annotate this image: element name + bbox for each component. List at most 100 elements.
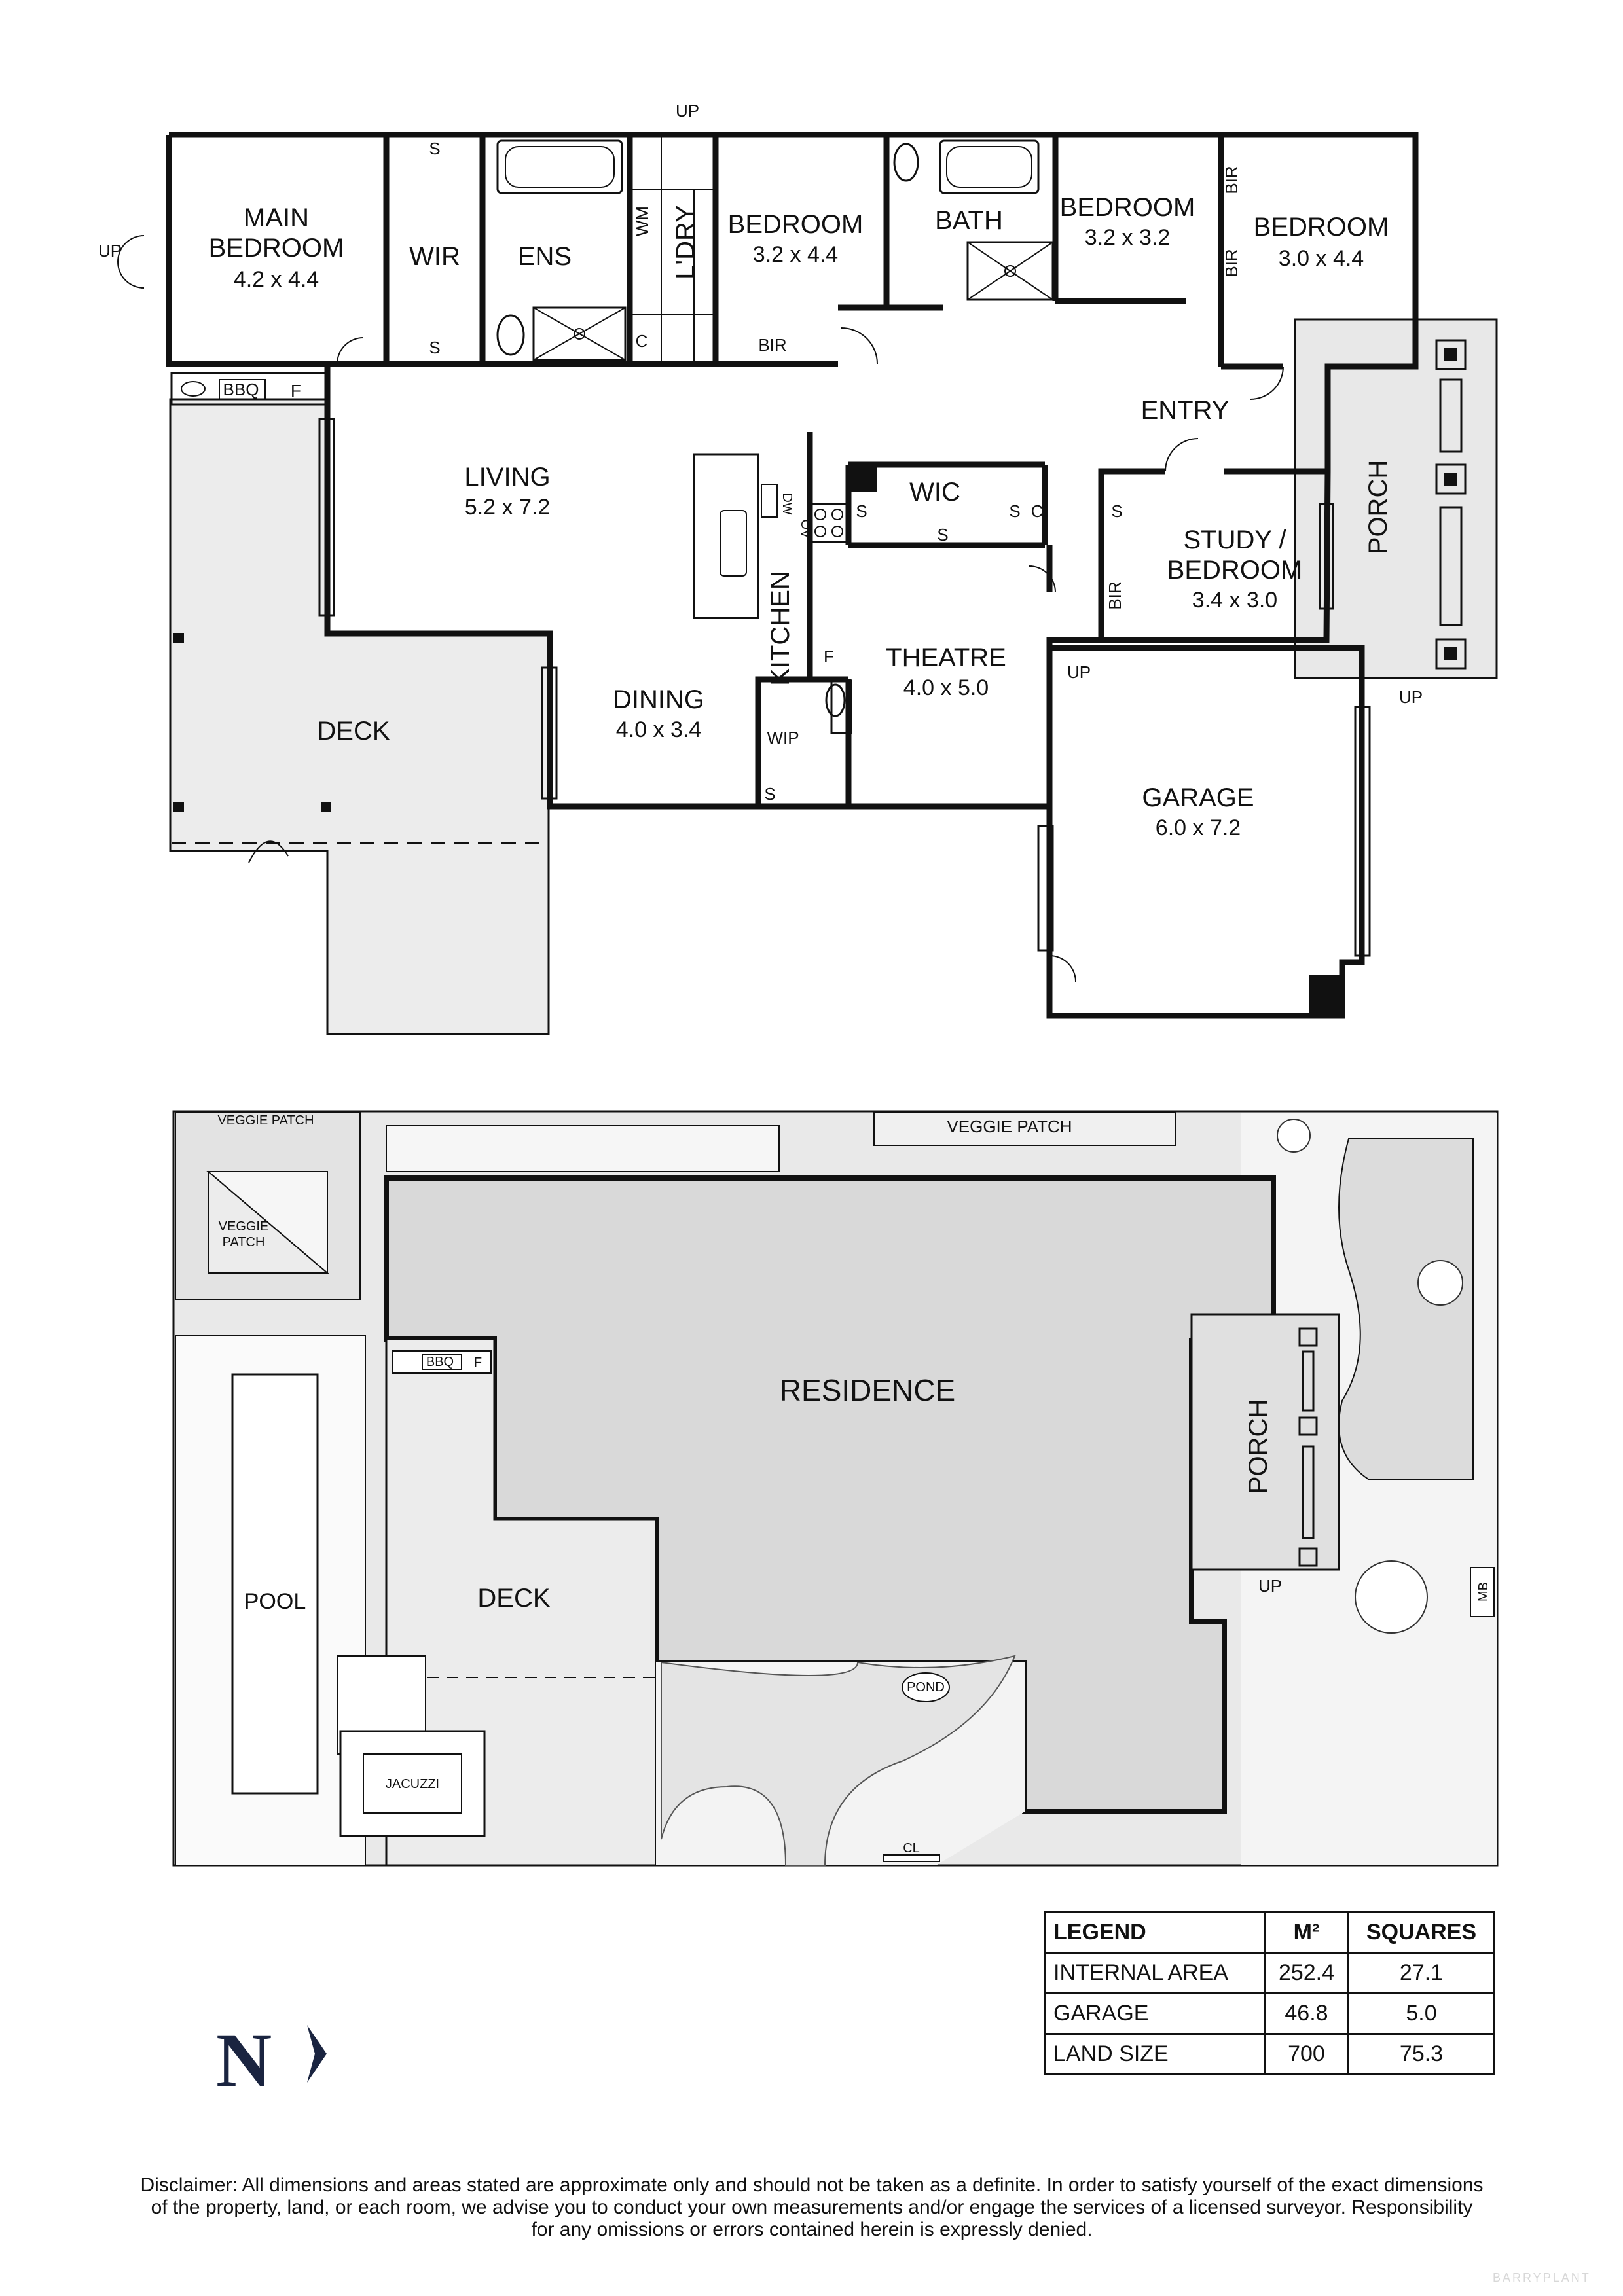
legend-header-row: LEGEND M² SQUARES bbox=[1044, 1911, 1495, 1954]
shelf-label-wir-top: S bbox=[429, 139, 440, 158]
cupboard-label-ens: C bbox=[636, 331, 648, 351]
mb-label: MB bbox=[1476, 1582, 1491, 1602]
legend-cell-squares: 27.1 bbox=[1347, 1952, 1495, 1994]
ldry-label: L'DRY bbox=[671, 205, 700, 279]
disclaimer: Disclaimer: All dimensions and areas sta… bbox=[65, 2174, 1558, 2241]
theatre-label: THEATRE bbox=[886, 643, 1006, 672]
dw-label: DW bbox=[780, 493, 794, 514]
bir-label-bed3b: BIR bbox=[1222, 249, 1241, 277]
porch-label: PORCH bbox=[1364, 460, 1393, 554]
cl-label: CL bbox=[903, 1841, 920, 1856]
legend-cell-m2: 252.4 bbox=[1263, 1952, 1350, 1994]
bedroom-3-label: BEDROOM bbox=[1060, 193, 1195, 222]
legend-header-m2: M² bbox=[1263, 1911, 1350, 1954]
bir-label-bed2: BIR bbox=[758, 335, 786, 355]
main-bedroom-size: 4.2 x 4.4 bbox=[234, 267, 319, 292]
site-up-label: UP bbox=[1258, 1576, 1282, 1596]
bedroom-3-size: 3.2 x 3.2 bbox=[1085, 225, 1170, 250]
legend-cell-label: GARAGE bbox=[1044, 1992, 1266, 2035]
entry-label: ENTRY bbox=[1141, 396, 1230, 425]
shelf-label-study: S bbox=[1111, 501, 1122, 521]
cupboard-label-wic: C bbox=[1031, 501, 1044, 521]
theatre-size: 4.0 x 5.0 bbox=[903, 675, 989, 700]
bedroom-2-size: 3.2 x 4.4 bbox=[753, 242, 838, 267]
watermark: BARRYPLANT bbox=[1493, 2271, 1591, 2284]
up-label-porch: UP bbox=[1399, 687, 1423, 707]
kitchen-island bbox=[693, 453, 759, 619]
table-row: GARAGE 46.8 5.0 bbox=[1044, 1992, 1495, 2035]
living-size: 5.2 x 7.2 bbox=[465, 495, 550, 520]
veggie-patch-3-label-2: PATCH bbox=[223, 1235, 265, 1249]
legend-header-label: LEGEND bbox=[1044, 1911, 1266, 1954]
main-bedroom-label-1: MAIN bbox=[244, 204, 309, 232]
deck-label: DECK bbox=[317, 717, 390, 745]
living-label: LIVING bbox=[464, 463, 550, 492]
veggie-patch-3-label-1: VEGGIE bbox=[219, 1219, 269, 1234]
up-label-laundry: UP bbox=[676, 101, 699, 120]
disclaimer-line-2: of the property, land, or each room, we … bbox=[151, 2197, 1473, 2218]
legend-cell-squares: 5.0 bbox=[1347, 1992, 1495, 2035]
bath-label: BATH bbox=[935, 206, 1003, 235]
bbq-label: BBQ bbox=[223, 380, 259, 399]
kitchen-label: KITCHEN bbox=[766, 571, 795, 686]
disclaimer-line-1: Disclaimer: All dimensions and areas sta… bbox=[140, 2174, 1484, 2196]
main-bedroom-label-2: BEDROOM bbox=[209, 234, 344, 262]
bedroom-4-size: 3.0 x 4.4 bbox=[1279, 246, 1364, 271]
study-size: 3.4 x 3.0 bbox=[1192, 588, 1277, 613]
garage-size: 6.0 x 7.2 bbox=[1156, 816, 1241, 840]
shelf-label-wic-left: S bbox=[856, 501, 867, 521]
bir-label-study: BIR bbox=[1105, 581, 1125, 609]
north-arrow-icon bbox=[306, 2025, 327, 2083]
legend-cell-label: LAND SIZE bbox=[1044, 2033, 1266, 2075]
pond-label: POND bbox=[907, 1680, 945, 1695]
legend-cell-m2: 700 bbox=[1263, 2033, 1350, 2075]
deck-step bbox=[248, 840, 289, 863]
table-row: INTERNAL AREA 252.4 27.1 bbox=[1044, 1952, 1495, 1994]
site-porch-label: PORCH bbox=[1244, 1399, 1273, 1494]
site-f-label: F bbox=[474, 1355, 482, 1370]
north-label: N bbox=[216, 2017, 272, 2103]
floor-plan: MAIN BEDROOM 4.2 x 4.4 WIR ENS WM L'DRY … bbox=[98, 101, 1498, 1035]
shelf-label-wic-bottom: S bbox=[937, 525, 948, 545]
ensuite-bath bbox=[496, 139, 623, 194]
table-row: LAND SIZE 700 75.3 bbox=[1044, 2033, 1495, 2075]
bedroom-4-label: BEDROOM bbox=[1254, 213, 1389, 242]
pool bbox=[231, 1373, 319, 1795]
bath-tub bbox=[939, 139, 1040, 194]
bir-label-bed3a: BIR bbox=[1222, 166, 1241, 194]
site-bbq-label: BBQ bbox=[426, 1355, 454, 1369]
garage-label: GARAGE bbox=[1142, 783, 1254, 812]
wir-label: WIR bbox=[409, 242, 460, 271]
residence-label: RESIDENCE bbox=[780, 1373, 955, 1407]
fridge-label-kitchen: F bbox=[824, 647, 834, 666]
study-label-2: BEDROOM bbox=[1167, 556, 1303, 584]
shelf-label-wip: S bbox=[764, 784, 775, 804]
site-deck-label: DECK bbox=[477, 1584, 550, 1613]
legend-cell-m2: 46.8 bbox=[1263, 1992, 1350, 2035]
north-indicator: N bbox=[216, 2016, 329, 2105]
dining-label: DINING bbox=[613, 685, 704, 714]
main-outer-wall bbox=[169, 132, 1419, 806]
ens-label: ENS bbox=[518, 242, 572, 271]
ov-label: OV bbox=[798, 520, 812, 539]
legend-cell-label: INTERNAL AREA bbox=[1044, 1952, 1266, 1994]
legend-cell-squares: 75.3 bbox=[1347, 2033, 1495, 2075]
shelf-label-wic-right: S bbox=[1009, 501, 1020, 521]
wm-label: WM bbox=[632, 206, 652, 236]
study-label-1: STUDY / bbox=[1183, 526, 1286, 554]
up-label-theatre: UP bbox=[1067, 662, 1091, 682]
veggie-patch-1-label: VEGGIE PATCH bbox=[217, 1113, 314, 1128]
legend-table: LEGEND M² SQUARES INTERNAL AREA 252.4 27… bbox=[1044, 1911, 1495, 2075]
up-label-main-bedroom: UP bbox=[98, 241, 122, 260]
wic-label: WIC bbox=[909, 478, 960, 507]
dining-size: 4.0 x 3.4 bbox=[616, 717, 701, 742]
site-plan: RESIDENCE PORCH DECK POOL JACUZZI VEGGIE… bbox=[172, 1110, 1499, 1867]
pool-label: POOL bbox=[244, 1589, 306, 1614]
legend-header-squares: SQUARES bbox=[1347, 1911, 1495, 1954]
jacuzzi-label: JACUZZI bbox=[386, 1777, 439, 1791]
veggie-patch-2-label: VEGGIE PATCH bbox=[947, 1117, 1072, 1136]
fridge-label-deck: F bbox=[291, 381, 301, 401]
bedroom-2-label: BEDROOM bbox=[728, 210, 864, 239]
shelf-label-wir-bottom: S bbox=[429, 338, 440, 357]
disclaimer-line-3: for any omissions or errors contained he… bbox=[531, 2219, 1093, 2240]
